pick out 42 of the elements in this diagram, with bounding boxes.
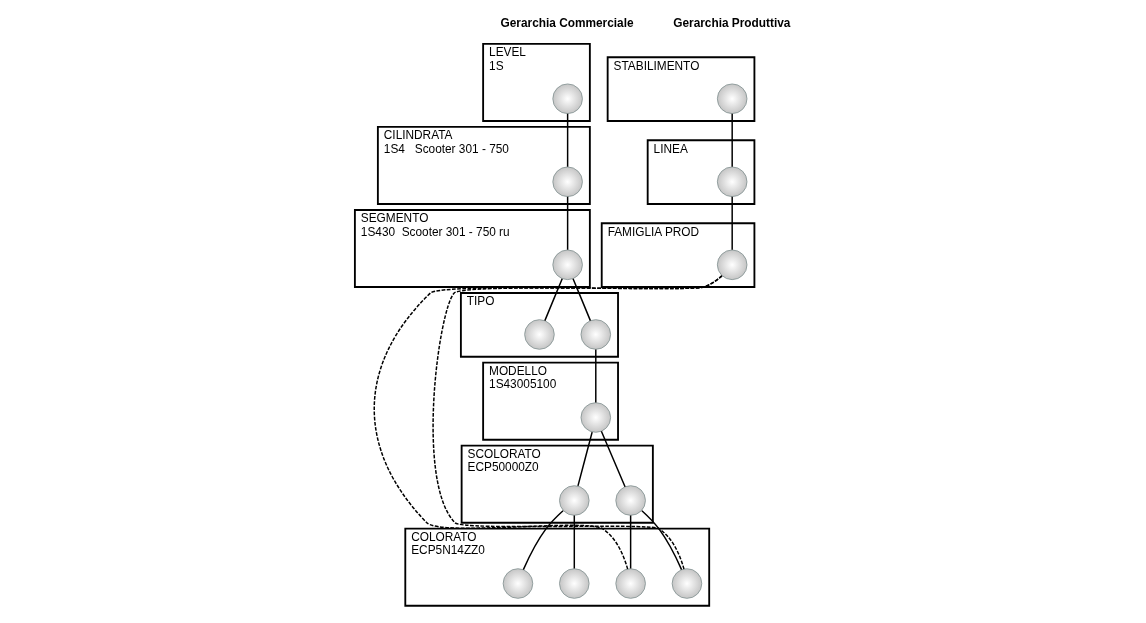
connector [432, 275, 723, 570]
connector [731, 196, 733, 251]
connector [641, 509, 683, 571]
cluster: STABILIMENTO [606, 56, 756, 122]
cluster: MODELLO 1S43005100 [482, 361, 619, 441]
node-circle [552, 249, 583, 280]
label: Gerarchia Commerciale [500, 15, 634, 30]
node-circle [552, 166, 583, 197]
node-circle [552, 83, 583, 114]
connector [522, 509, 564, 571]
node-circle [524, 319, 555, 350]
cluster: COLORATO ECP5N14ZZ0 [404, 527, 711, 607]
connector [600, 430, 626, 488]
connector [572, 277, 592, 322]
connector [629, 514, 632, 570]
label: Gerarchia Produttiva [673, 15, 791, 30]
connector [373, 275, 723, 570]
node-circle [615, 568, 646, 599]
node-circle [559, 568, 590, 599]
cluster: TIPO [459, 292, 619, 358]
cluster: LINEA [646, 139, 756, 205]
connector [566, 196, 569, 251]
node-circle [580, 319, 611, 350]
node-circle [502, 568, 534, 599]
node-circle [615, 485, 646, 516]
cluster: LEVEL 1S [482, 43, 591, 122]
node-circle [559, 485, 590, 516]
connector [566, 112, 569, 168]
connector [577, 431, 593, 487]
node-circle [717, 166, 748, 197]
connector [544, 277, 563, 322]
connector [731, 112, 733, 168]
connector [573, 514, 576, 570]
cluster: SEGMENTO 1S430 Scooter 301 - 750 ru [353, 209, 591, 288]
node-circle [717, 249, 748, 280]
cluster: FAMIGLIA PROD [600, 222, 756, 288]
connector [595, 348, 597, 404]
cluster: SCOLORATO ECP50000Z0 [460, 444, 654, 524]
node-circle [580, 402, 611, 433]
cluster: CILINDRATA 1S4 Scooter 301 - 750 [376, 126, 591, 205]
node-circle [671, 568, 703, 599]
node-circle [717, 83, 748, 114]
